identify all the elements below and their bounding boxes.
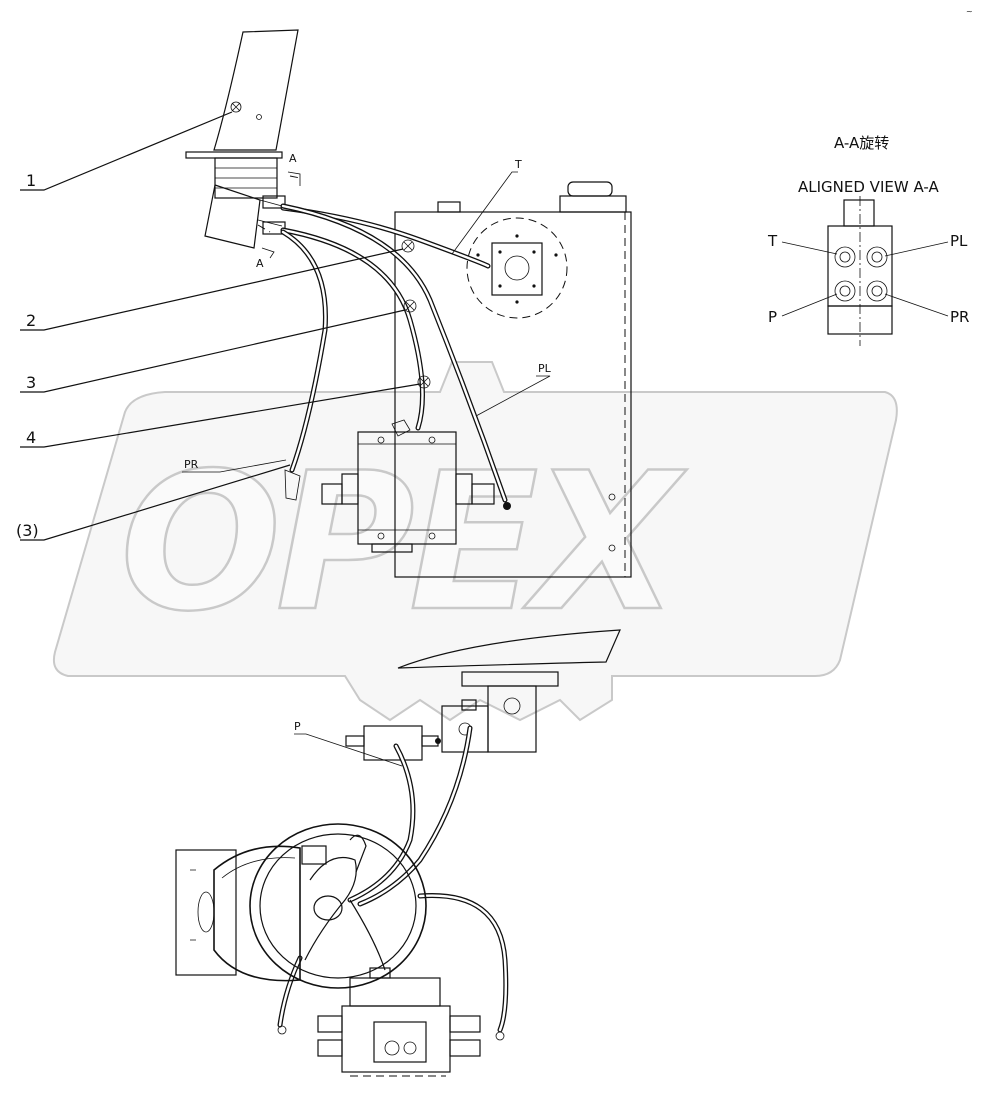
hose-p-upper [280,227,425,431]
hose-right-lower [417,893,509,1033]
hose-label-pr: PR [184,458,199,471]
hose-ls-lower [357,725,473,907]
hose-label-pl: PL [538,362,552,375]
port-label-p: P [768,308,777,326]
steering-console-icon [175,845,301,982]
aligned-view-a-a: A-A旋转 ALIGNED VIEW A-A T PL P PR [767,134,969,346]
callout-2: 2 [26,311,36,330]
aligned-view-title-cn: A-A旋转 [834,134,889,152]
port-label-pl: PL [950,232,968,250]
corner-mark: ~ [966,7,973,16]
hose-label-p: P [294,720,301,733]
callout-leaders [20,111,551,767]
aligned-view-title-en: ALIGNED VIEW A-A [798,178,939,196]
watermark-text: OPEX [120,432,688,653]
section-mark-upper: A [289,152,297,165]
steering-wheel-icon [249,823,427,989]
watermark-gear-outline [52,361,898,722]
port-pl-icon [866,246,888,268]
opex-watermark: OPEX [52,361,898,722]
steering-valve-icon [321,419,511,553]
hose-pl [280,203,508,503]
hose-p-lower [347,743,416,903]
port-t-icon [834,246,856,268]
port-label-pr: PR [950,308,969,326]
hose-label-t: T [514,158,522,171]
hose-pr [280,229,328,473]
section-mark-lower: A [256,257,264,270]
callout-1: 1 [26,171,36,190]
pr-elbow-fitting [284,469,301,501]
clamp-markers [401,239,431,389]
port-pr-icon [866,280,888,302]
steering-column-top-icon [185,29,301,249]
control-valve-icon [277,967,505,1077]
callout-3b: (3) [16,521,39,540]
hose-left-lower [277,955,303,1028]
port-p-icon [834,280,856,302]
callout-3: 3 [26,373,36,392]
port-label-t: T [767,232,778,250]
callout-4: 4 [26,428,36,447]
